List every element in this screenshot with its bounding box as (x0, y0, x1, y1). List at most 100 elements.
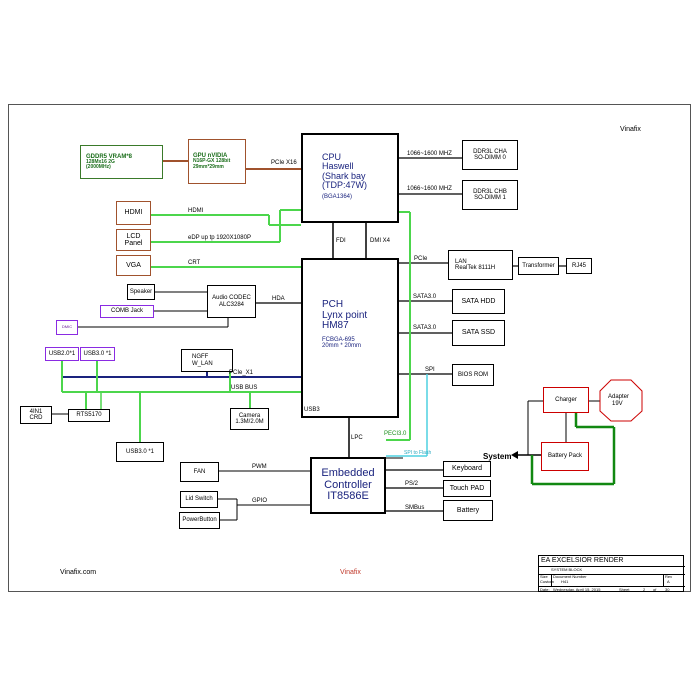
cpu-line2: Haswell (322, 161, 354, 172)
signal-hda: HDA (272, 296, 285, 302)
signal-usb3: USB3 (304, 407, 320, 413)
codec-line1: Audio CODEC (212, 295, 251, 302)
title-block-doc-label: Document Number (553, 574, 587, 579)
embedded-controller-block: Embedded Controller IT8586E (310, 457, 386, 514)
rj45-block: RJ45 (566, 258, 592, 274)
camera-block: Camera 1.3M/2.0M (230, 408, 269, 430)
fan-block: FAN (180, 462, 219, 482)
cpu-line1: CPU (322, 152, 342, 162)
speaker-block: Speaker (127, 284, 155, 300)
charger-block: Charger (543, 387, 589, 413)
lan-line2: RealTek 8111H (455, 265, 496, 271)
title-block-rev-value: A (667, 579, 670, 584)
title-block-title: EA EXCELSIOR RENDER (541, 557, 624, 564)
crd-line1: 4IN1 (29, 408, 43, 415)
ngff-line1: NGFF (192, 354, 209, 361)
signal-mhz-a: 1066~1600 MHZ (407, 151, 452, 157)
title-block-rev-label: Rev (665, 574, 673, 579)
schematic-border (8, 104, 691, 592)
gddr5-line1: GDDR5 VRAM*8 (86, 153, 133, 160)
signal-peci: PECI3.0 (384, 431, 407, 437)
ec-line3: IT8586E (327, 490, 369, 503)
usb3-port-a-block: USB3.0 *1 (80, 347, 115, 361)
watermark-bottom-left: Vinafix.com (60, 569, 97, 576)
cpu-line5: (BGA1364) (322, 193, 353, 200)
signal-dmi: DMI X4 (370, 238, 391, 244)
pch-line4: FCBGA-695 (322, 336, 355, 343)
pch-line5: 20mm * 20mm (322, 342, 362, 349)
signal-sata-a: SATA3.0 (413, 294, 437, 300)
title-block-date-value: Wednesday, April 15, 2015 (553, 587, 601, 592)
signal-smbus: SMBus (405, 505, 425, 511)
gpu-block: GPU nVIDIA N16P-GX 128bit 29mm*29mm (188, 139, 246, 184)
title-block-sheet-label: Sheet (619, 587, 630, 592)
pch-line2: Lynx point (322, 309, 368, 321)
lid-switch-block: Lid Switch (180, 491, 218, 508)
audio-codec-block: Audio CODEC ALC3284 (207, 285, 256, 318)
sata-hdd-block: SATA HDD (452, 289, 505, 314)
signal-lpc: LPC (351, 435, 363, 441)
comb-jack-block: COMB Jack (100, 305, 154, 318)
lan-line1: LAN (455, 258, 467, 265)
title-block-date-label: Date: (540, 587, 550, 592)
signal-sata-b: SATA3.0 (413, 325, 437, 331)
crd-line2: CRD (29, 415, 43, 421)
signal-pcie-x16: PCIe X16 (271, 160, 297, 166)
title-block-of-label: of (653, 587, 657, 592)
ddr-chb-line2: SO-DIMM 1 (474, 195, 506, 201)
gpu-line1: GPU nVIDIA (193, 153, 228, 160)
touchpad-block: Touch PAD (443, 480, 491, 497)
signal-crt: CRT (188, 260, 201, 266)
lcd-panel-block: LCD Panel (116, 229, 151, 251)
gddr5-line2: 128Mx16 2G (86, 158, 115, 165)
signal-edp: eDP up tp 1920X1080P (188, 235, 251, 241)
battery-block: Battery (443, 500, 493, 521)
codec-line2: ALC3284 (218, 301, 245, 308)
signal-pwm: PWM (252, 464, 267, 470)
signal-system: System (483, 452, 512, 461)
signal-pcie: PCIe (414, 256, 428, 262)
signal-pcie-x1: PCIe_X1 (229, 370, 254, 376)
vga-block: VGA (116, 255, 151, 276)
ddr-cha-line1: DDR3L CHA (473, 148, 507, 155)
card-reader-block: 4IN1 CRD (20, 406, 52, 424)
bios-rom-block: BIOS ROM (452, 364, 494, 386)
signal-spi-flash: SPI to Flash (404, 450, 432, 456)
keyboard-block: Keyboard (443, 461, 491, 477)
ngff-wlan-block: NGFF W_LAN (181, 349, 233, 372)
camera-line2: 1.3M/2.0M (235, 419, 264, 425)
camera-line1: Camera (238, 412, 261, 419)
signal-hdmi: HDMI (188, 208, 204, 214)
title-block-size-label: Size (540, 574, 548, 579)
title-block-doc-value: H41 (561, 579, 569, 584)
gpu-line2: N16P-GX 128bit (193, 158, 231, 165)
pch-line3: HM87 (322, 320, 349, 331)
ec-line1: Embedded (321, 467, 375, 480)
dmic-block: DMIC (56, 320, 78, 335)
cpu-line4: (TDP:47W) (322, 180, 367, 191)
ddr-chb-block: DDR3L CHB SO-DIMM 1 (462, 180, 518, 210)
pch-line1: PCH (322, 299, 344, 310)
ngff-line2: W_LAN (192, 360, 213, 367)
gddr5-block: GDDR5 VRAM*8 128Mx16 2G (2000MHz) (80, 145, 163, 179)
pch-block: PCH Lynx point HM87 FCBGA-695 20mm * 20m… (301, 258, 399, 418)
lan-block: LAN RealTek 8111H (448, 250, 513, 280)
cpu-block: CPU Haswell (Shark bay (TDP:47W) (BGA136… (301, 133, 399, 223)
transformer-block: Transformer (518, 257, 559, 275)
title-block-size-value: Custom (540, 579, 554, 584)
watermark-bottom-center: Vinafix (340, 569, 361, 576)
signal-mhz-b: 1066~1600 MHZ (407, 186, 452, 192)
watermark-top: Vinafix (620, 126, 641, 133)
title-block: EA EXCELSIOR RENDER SYSTEM BLOCK Size Cu… (538, 555, 685, 592)
title-block-of-value: 30 (665, 587, 670, 592)
adapter-line1: Adapter (608, 394, 630, 400)
signal-gpio: GPIO (252, 498, 268, 504)
usb3-port-b-block: USB3.0 *1 (116, 442, 164, 462)
title-block-sheet-value: 2 (643, 587, 646, 592)
signal-usb-bus: USB BUS (231, 385, 258, 391)
hdmi-block: HDMI (116, 201, 151, 225)
ddr-chb-line1: DDR3L CHB (473, 188, 507, 195)
signal-ps2: PS/2 (405, 481, 419, 487)
